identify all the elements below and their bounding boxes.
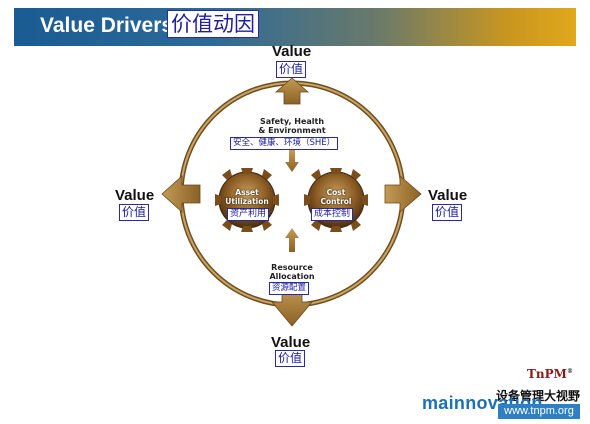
page-title: Value Drivers [40, 14, 174, 37]
arrow-right [384, 175, 422, 213]
asset-label-cn: 资产利用 [227, 208, 270, 221]
cost-label-cn: 成本控制 [311, 208, 354, 221]
asset-label: Asset Utilization [222, 188, 272, 206]
arrow-top [274, 77, 310, 105]
value-left-label-cn: 价值 [119, 204, 150, 221]
value-right-label: Value [428, 187, 468, 204]
asset-label-line2: Utilization [225, 197, 269, 206]
arrow-left [161, 175, 201, 213]
header-banner: Value Drivers [14, 8, 576, 46]
she-label-line1: Safety, Health [259, 117, 325, 126]
she-label-cn: 安全、健康、环境（SHE） [230, 137, 339, 150]
tnpm-logo: TnPM® [527, 367, 573, 381]
tnpm-slogan: 设备管理大视野 [496, 389, 581, 403]
value-bottom-label-cn: 价值 [275, 350, 306, 367]
resource-label-line2: Allocation [269, 272, 315, 281]
cost-label-line1: Cost [326, 188, 346, 197]
resource-label-line1: Resource [271, 263, 313, 272]
registered-mark: ® [566, 368, 573, 375]
value-bottom-label: Value [271, 334, 311, 351]
resource-label-cn: 资源配置 [269, 282, 310, 295]
resource-label: Resource Allocation [257, 263, 327, 281]
arrow-resource-up [285, 228, 299, 252]
she-label: Safety, Health & Environment [252, 117, 332, 135]
cost-label: Cost Control [311, 188, 361, 206]
asset-label-line1: Asset [235, 188, 259, 197]
page-title-cn: 价值动因 [167, 10, 259, 38]
arrow-she-down [285, 150, 299, 172]
value-top-label-cn: 价值 [276, 61, 307, 78]
cost-label-line2: Control [320, 197, 352, 206]
value-top-label: Value [272, 43, 312, 60]
value-left-label: Value [115, 187, 155, 204]
she-label-line2: & Environment [258, 126, 326, 135]
website-url[interactable]: www.tnpm.org [498, 404, 580, 419]
tnpm-logo-text: TnPM [527, 367, 567, 381]
value-right-label-cn: 价值 [432, 204, 463, 221]
